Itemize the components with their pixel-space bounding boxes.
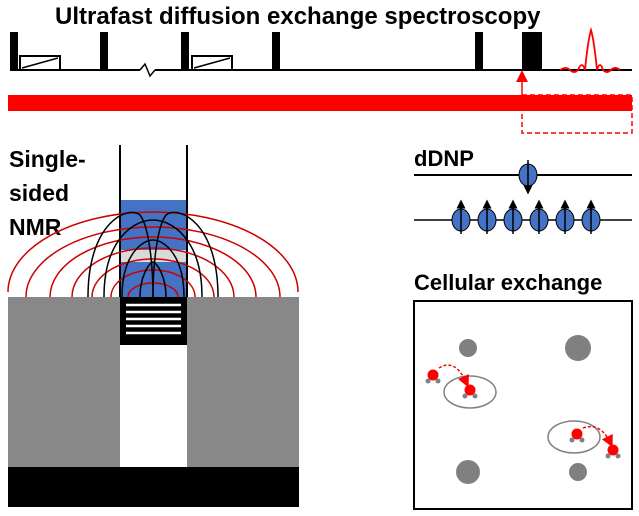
spin-up <box>581 199 601 234</box>
injection-zoom-box <box>521 94 633 134</box>
b0-field-lines <box>87 211 219 298</box>
cell-membrane <box>443 375 497 409</box>
molecule <box>569 428 585 443</box>
cellular-exchange-label: Cellular exchange <box>414 270 603 295</box>
gradient-ramp-2 <box>193 57 231 69</box>
rf-pulse-1 <box>10 32 18 70</box>
pulse-sequence <box>8 26 633 134</box>
molecule <box>425 369 441 384</box>
cell <box>565 335 591 361</box>
magnet-left <box>8 297 120 467</box>
spin-up <box>555 199 575 234</box>
rf-field-lines <box>7 211 299 298</box>
spin-up <box>477 199 497 234</box>
spin-up <box>529 199 549 234</box>
cellular-exchange-panel <box>413 300 633 510</box>
spin-up <box>503 199 523 234</box>
ddnp-injection-bar <box>8 95 632 111</box>
single-sided-nmr <box>7 145 299 507</box>
rf-pulse-4 <box>272 32 280 70</box>
spin-down <box>518 160 538 195</box>
baseline-break <box>139 62 156 78</box>
cell <box>456 460 480 484</box>
magnet-base <box>8 467 299 507</box>
ddnp-illustration <box>414 160 632 234</box>
sample-light-layer <box>120 250 187 262</box>
spin-up-row <box>451 199 601 234</box>
rf-pulse-2 <box>100 32 108 70</box>
magnet-right <box>187 297 299 467</box>
gradient-ramp-1 <box>21 57 59 69</box>
rf-pulse-5 <box>475 32 483 70</box>
cell-membrane <box>547 420 601 454</box>
readout-pulse <box>522 32 542 70</box>
figure-title: Ultrafast diffusion exchange spectroscop… <box>55 3 541 30</box>
exchange-arrow-out <box>582 425 613 448</box>
spin-up <box>451 199 471 234</box>
cell <box>569 463 587 481</box>
echo-signal <box>559 26 621 73</box>
nmr-label: Single-sided NMR <box>9 146 86 240</box>
ddnp-label: dDNP <box>414 146 474 171</box>
cell <box>459 339 477 357</box>
exchange-arrow-in <box>438 364 469 388</box>
rf-pulse-3 <box>181 32 189 70</box>
sample-blue-top <box>120 200 187 250</box>
cell-frame <box>413 300 633 510</box>
